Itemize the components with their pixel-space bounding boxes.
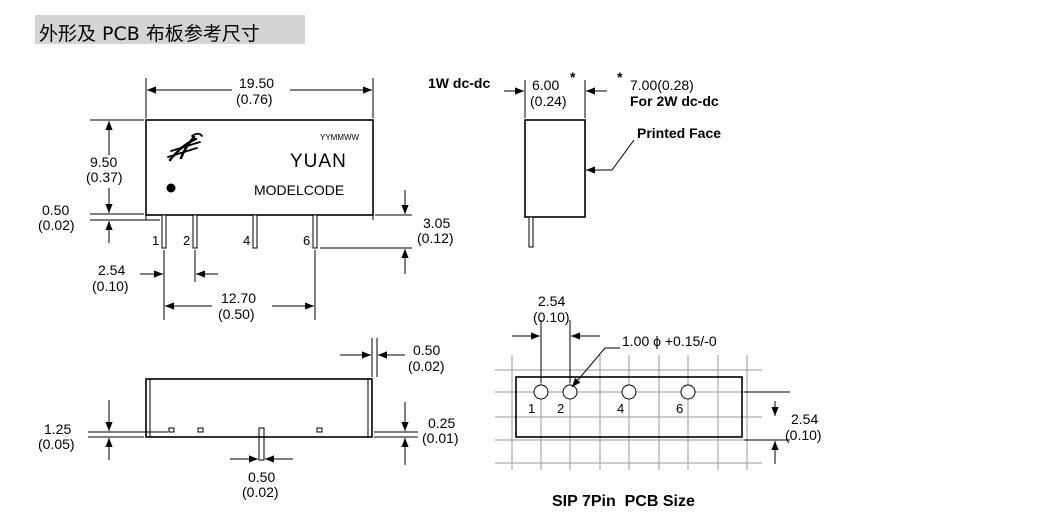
- pin-4: [252, 214, 258, 249]
- bottom-pad-1: [168, 427, 175, 433]
- dim-height-mm: 9.50: [90, 154, 117, 170]
- pcb-hole-6: [680, 384, 696, 400]
- dim-end-in: (0.02): [408, 358, 445, 374]
- dim-thk-2w: 7.00(0.28): [630, 77, 694, 93]
- star-1w: *: [570, 69, 576, 85]
- module-body: [145, 119, 374, 216]
- printed-face-label: Printed Face: [637, 125, 721, 141]
- pin-label-1: 1: [152, 233, 159, 248]
- dim-pin-w-in: (0.02): [242, 484, 279, 500]
- bottom-pad-2: [197, 427, 204, 433]
- dim-h-in: (0.05): [38, 436, 75, 452]
- pin-2: [192, 214, 198, 249]
- dim-t-mm: 0.25: [428, 415, 455, 431]
- dim-span-in: (0.50): [218, 306, 255, 322]
- dim-pinlen-in: (0.12): [417, 230, 454, 246]
- dim-pitch-mm: 2.54: [98, 262, 125, 278]
- label-1w: 1W dc-dc: [428, 75, 490, 91]
- side-body: [524, 119, 586, 218]
- dim-height-in: (0.37): [86, 169, 123, 185]
- pin-label-6: 6: [303, 233, 310, 248]
- pin-6: [312, 214, 318, 249]
- front-view: [90, 78, 412, 320]
- dim-end-mm: 0.50: [413, 342, 440, 358]
- date-code: YYMMWW: [320, 133, 360, 142]
- dim-pitch-in: (0.10): [92, 278, 129, 294]
- pin-label-4: 4: [243, 233, 250, 248]
- dim-pinlen-mm: 3.05: [423, 215, 450, 231]
- pcb-hole-2: [562, 384, 578, 400]
- dim-standoff-in: (0.02): [38, 217, 75, 233]
- dim-t-in: (0.01): [422, 430, 459, 446]
- side-pin: [528, 216, 534, 248]
- dim-width-in: (0.76): [236, 91, 273, 107]
- pcb-hole-1: [533, 384, 549, 400]
- page-title: 外形及 PCB 布板参考尺寸: [39, 23, 260, 45]
- dim-h-mm: 1.25: [44, 421, 71, 437]
- dim-pin-w-mm: 0.50: [248, 469, 275, 485]
- pin-label-2: 2: [183, 233, 190, 248]
- pcb-hole-4: [621, 384, 637, 400]
- brand-name: YUAN: [290, 151, 347, 172]
- bottom-view: [88, 338, 418, 465]
- bottom-pad-3: [258, 427, 265, 461]
- bottom-pad-4: [316, 427, 323, 433]
- dim-thk-1w-mm: 6.00: [532, 77, 559, 93]
- model-code: MODELCODE: [254, 182, 344, 198]
- side-view: [504, 80, 635, 248]
- label-2w: For 2W dc-dc: [630, 93, 719, 109]
- pcb-hole-spec: 1.00 ϕ +0.15/-0: [622, 333, 717, 349]
- pcb-row-mm: 2.54: [791, 411, 818, 427]
- brand-logo: [167, 132, 203, 162]
- pcb-pin-label-4: 4: [617, 401, 624, 416]
- pin-1: [161, 214, 167, 249]
- title-banner: 外形及 PCB 布板参考尺寸: [35, 15, 305, 45]
- pcb-pin-label-6: 6: [676, 401, 683, 416]
- pin1-dot: [166, 183, 176, 193]
- pcb-pitch-in: (0.10): [533, 309, 570, 325]
- star-2w: *: [617, 69, 623, 85]
- pcb-outline: [515, 376, 743, 438]
- dim-width-mm: 19.50: [239, 75, 274, 91]
- dim-span-mm: 12.70: [221, 290, 256, 306]
- dim-thk-1w-in: (0.24): [530, 93, 567, 109]
- pcb-view: [495, 320, 790, 470]
- pcb-row-in: (0.10): [785, 427, 822, 443]
- pcb-pin-label-2: 2: [557, 401, 564, 416]
- pcb-caption: SIP 7Pin PCB Size: [552, 493, 695, 510]
- dim-standoff-mm: 0.50: [42, 202, 69, 218]
- pcb-pin-label-1: 1: [528, 401, 535, 416]
- pcb-pitch-mm: 2.54: [538, 293, 565, 309]
